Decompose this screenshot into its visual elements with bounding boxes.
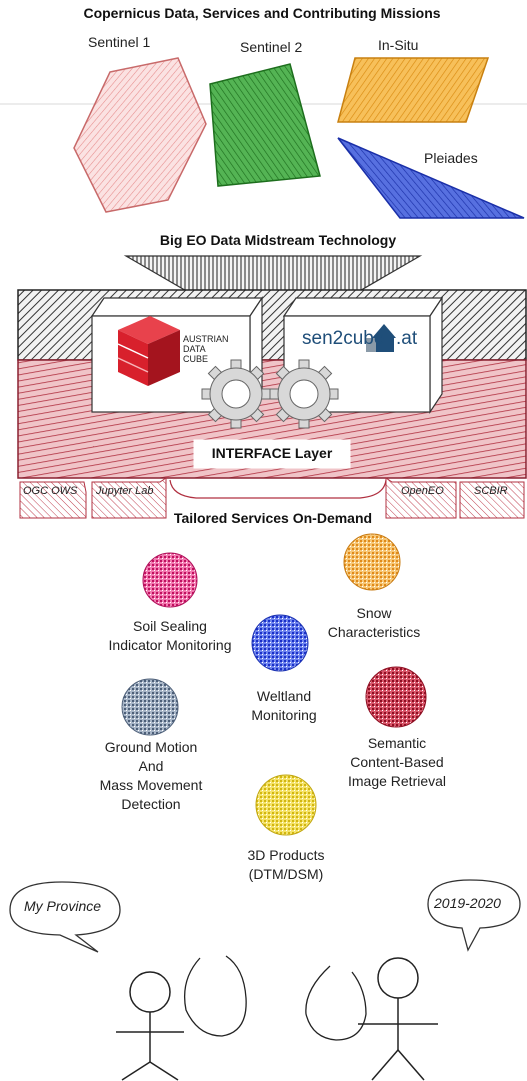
s2c-house-body — [374, 338, 394, 352]
adc-box-top — [90, 297, 264, 317]
tab-ogc-ows[interactable]: OGC OWS — [23, 485, 78, 497]
thought-arc-left — [183, 955, 247, 1037]
service-label-snow: Snow Characteristics — [327, 605, 421, 640]
s2c-house-shadow — [366, 338, 376, 352]
bubble-text-my-province: My Province — [24, 898, 102, 914]
adc-logo-cube-right — [148, 330, 180, 386]
tab-shape-ogc — [19, 481, 87, 519]
in-situ-shape — [337, 57, 490, 123]
stick-figure-right — [358, 957, 438, 1081]
s2c-box-top — [282, 297, 444, 317]
gear-icon-left — [201, 359, 271, 429]
service-label-ground-motion: Ground Motion And Mass Movement Detectio… — [99, 739, 203, 812]
service-label-weltland: Weltland Monitoring — [251, 688, 317, 723]
service-dot-weltland — [251, 614, 309, 672]
service-dot-3d-products — [255, 774, 317, 836]
sentinel-2-shape — [209, 63, 321, 187]
s2c-logo-tld: .at — [396, 328, 418, 349]
label-sentinel-2: Sentinel 2 — [240, 39, 303, 55]
interface-label-box — [193, 439, 351, 469]
s2c-logo-text: sen2cube — [302, 328, 385, 349]
service-dot-soil-sealing — [142, 552, 198, 608]
tab-openeo[interactable]: OpenEO — [401, 485, 444, 497]
stick-figure-left — [116, 971, 184, 1081]
bubble-text-year: 2019-2020 — [434, 895, 501, 911]
s2c-box-side — [429, 296, 443, 414]
label-in-situ: In-Situ — [378, 37, 419, 53]
pleiades-shape — [337, 137, 525, 219]
interface-layer-label: INTERFACE Layer — [211, 445, 333, 461]
service-label-soil-sealing: Soil Sealing Indicator Monitoring — [108, 618, 232, 653]
adc-logo-text: AUSTRIAN DATA CUBE — [183, 334, 229, 364]
tab-shape-scbir — [459, 481, 525, 519]
service-label-semantic: Semantic Content-Based Image Retrieval — [347, 735, 447, 789]
service-dot-ground-motion — [121, 678, 179, 736]
speech-bubble-left — [9, 881, 121, 953]
adc-logo-cube-left — [118, 330, 148, 386]
thought-arc-right — [305, 965, 367, 1041]
tab-shape-jupyter — [91, 477, 167, 519]
service-dot-snow — [343, 533, 401, 591]
speech-bubble-right — [427, 879, 521, 952]
tab-jupyter-lab[interactable]: Jupyter Lab — [96, 485, 154, 497]
gear-icon-right — [269, 359, 339, 429]
service-dot-semantic — [365, 666, 427, 728]
adc-logo-cube-top — [118, 316, 180, 344]
sentinel-1-shape — [73, 57, 207, 213]
tab-shape-openeo — [385, 477, 457, 519]
label-sentinel-1: Sentinel 1 — [88, 34, 151, 50]
service-label-3d-products: 3D Products (DTM/DSM) — [247, 847, 325, 882]
heading-services: Tailored Services On-Demand — [173, 510, 373, 526]
interface-base-curve — [169, 479, 387, 499]
heading-copernicus: Copernicus Data, Services and Contributi… — [83, 5, 441, 21]
s2c-house-roof — [372, 324, 396, 338]
heading-midstream: Big EO Data Midstream Technology — [159, 232, 397, 248]
tab-scbir[interactable]: SCBIR — [474, 485, 508, 497]
label-pleiades: Pleiades — [424, 150, 478, 166]
